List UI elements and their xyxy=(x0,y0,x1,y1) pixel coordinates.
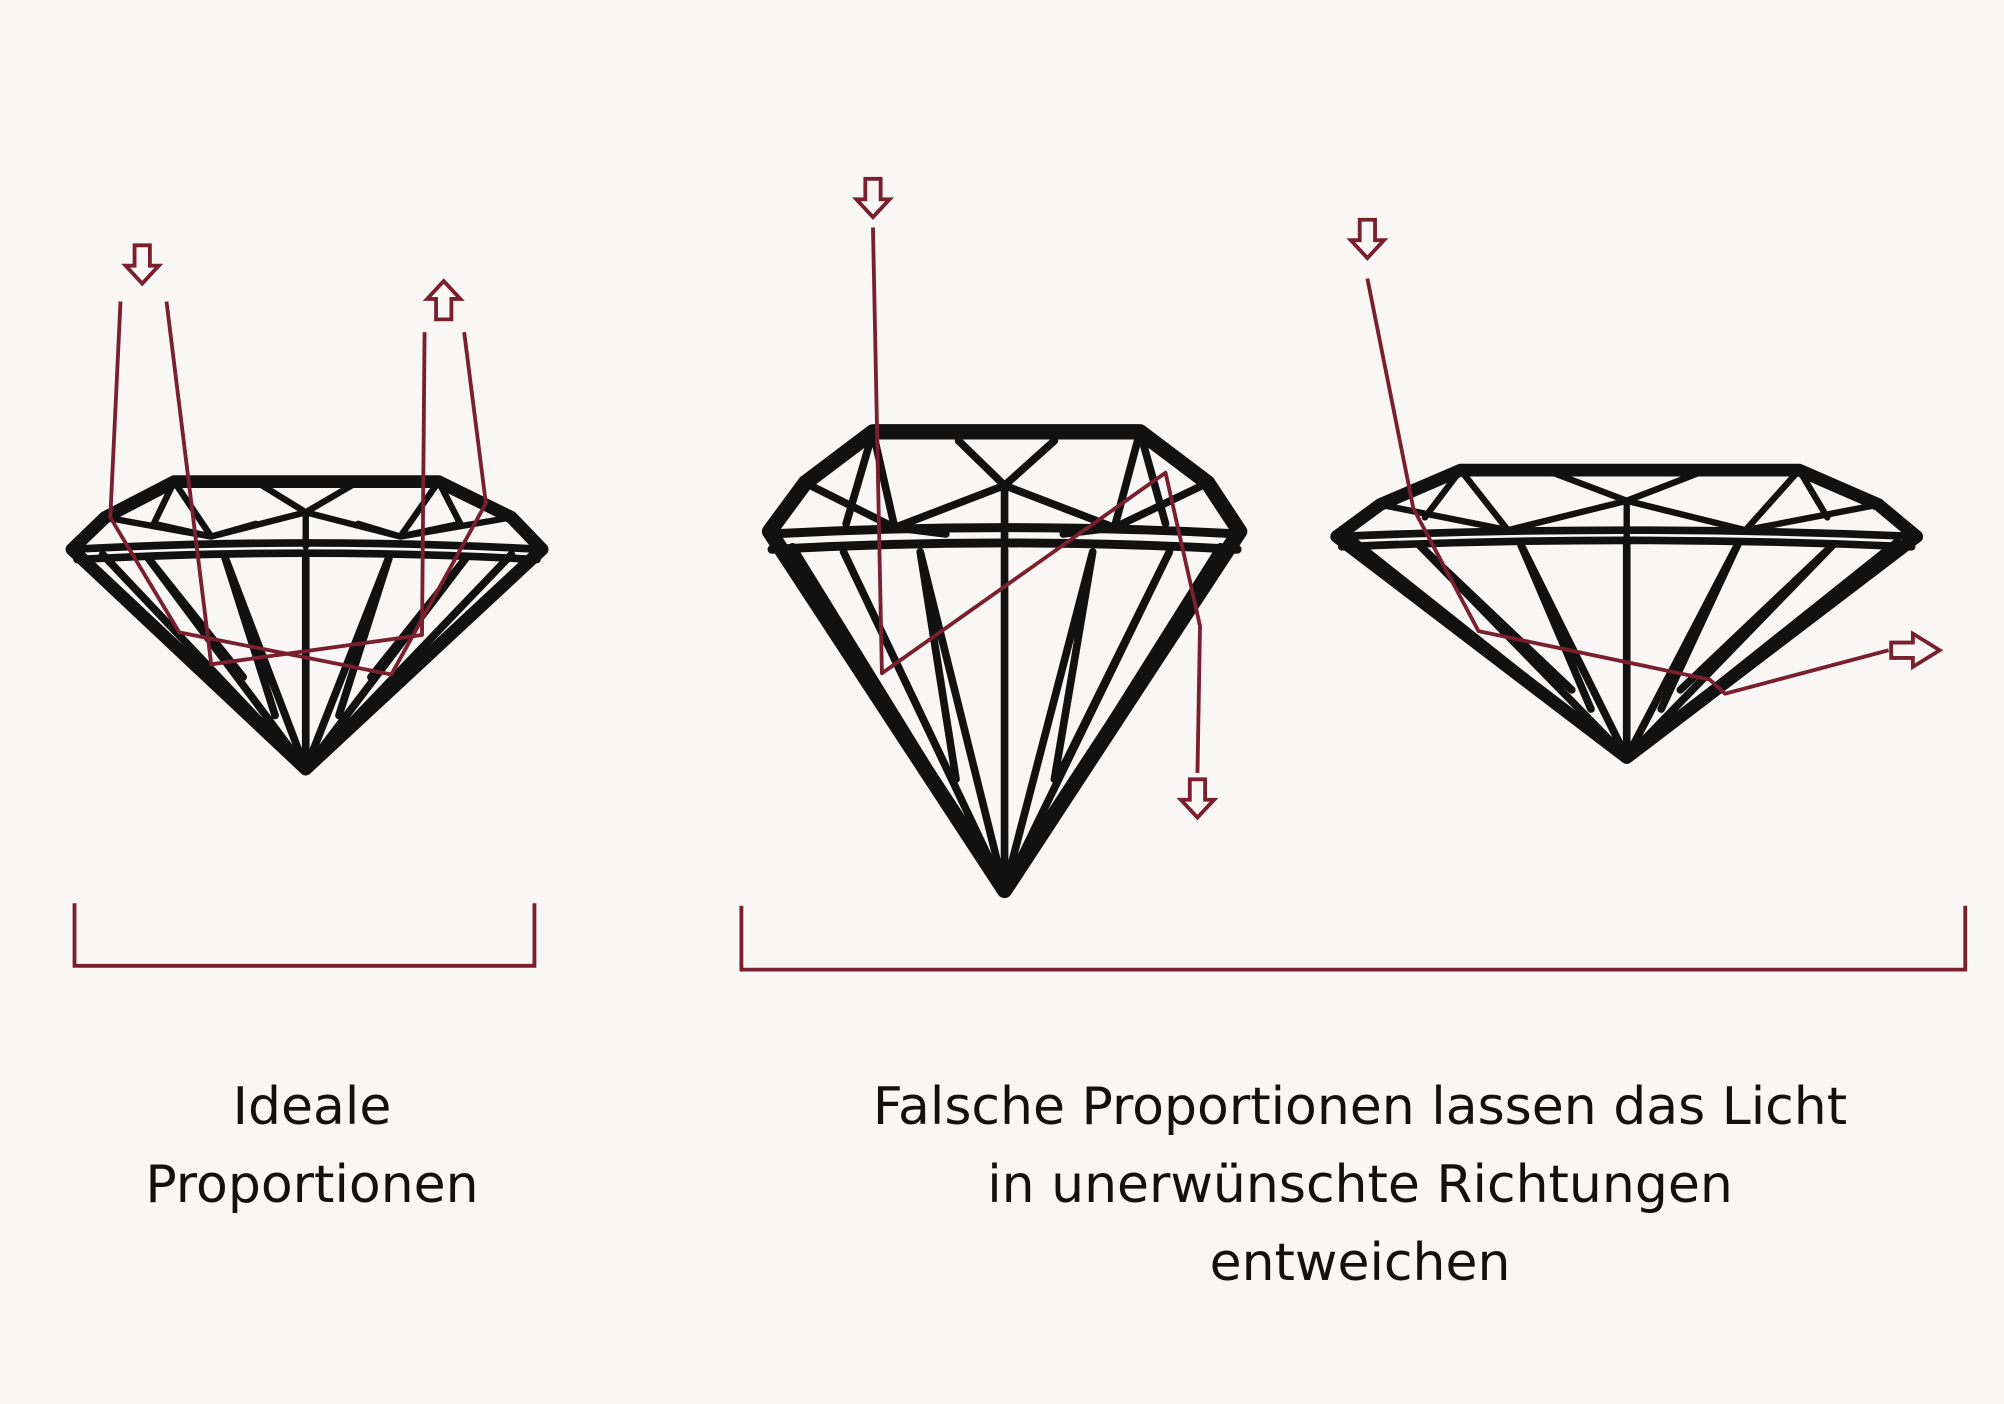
diamond-ideal-outline xyxy=(65,475,549,776)
caption-ideal-line-1: Ideale xyxy=(232,1077,392,1137)
diamond-shallow xyxy=(1330,463,1924,764)
caption-wrong-line-1: Falsche Proportionen lassen das Licht xyxy=(872,1077,1848,1137)
diamond-deep xyxy=(761,424,1248,899)
arrow-deep-in xyxy=(854,176,892,220)
diamond-ideal-crown-facets xyxy=(101,478,515,550)
diamond-shallow-crown-facets xyxy=(1376,466,1882,540)
light-ray-ideal xyxy=(108,301,488,677)
arrow-deep-out xyxy=(1178,777,1216,820)
bracket-ideal xyxy=(72,903,537,968)
caption-wrong-line-3: entweichen xyxy=(1209,1233,1511,1293)
diamond-ideal xyxy=(65,475,549,776)
caption-wrong-line-2: in unerwünschte Richtungen xyxy=(987,1155,1733,1215)
caption-wrong-proportions: Falsche Proportionen lassen das Licht in… xyxy=(740,1068,1980,1302)
diamond-deep-outline xyxy=(761,424,1248,899)
arrow-shallow-out xyxy=(1889,630,1944,671)
caption-ideal-line-2: Proportionen xyxy=(145,1155,479,1215)
bracket-wrong xyxy=(739,905,1968,972)
light-ray-shallow xyxy=(1365,278,1890,696)
diamond-shallow-outline xyxy=(1330,463,1924,764)
diamond-deep-crown-facets xyxy=(801,427,1212,547)
diamond-shallow-pavilion-facets xyxy=(1350,537,1902,762)
light-ray-deep xyxy=(871,227,1202,773)
arrow-shallow-in xyxy=(1348,217,1386,260)
arrow-ideal-out xyxy=(425,279,463,322)
diamond-ideal-pavilion-facets xyxy=(98,550,516,773)
diamond-deep-pavilion-facets xyxy=(788,542,1225,895)
arrow-ideal-in xyxy=(123,243,161,286)
caption-ideal-proportions: Ideale Proportionen xyxy=(70,1068,554,1224)
